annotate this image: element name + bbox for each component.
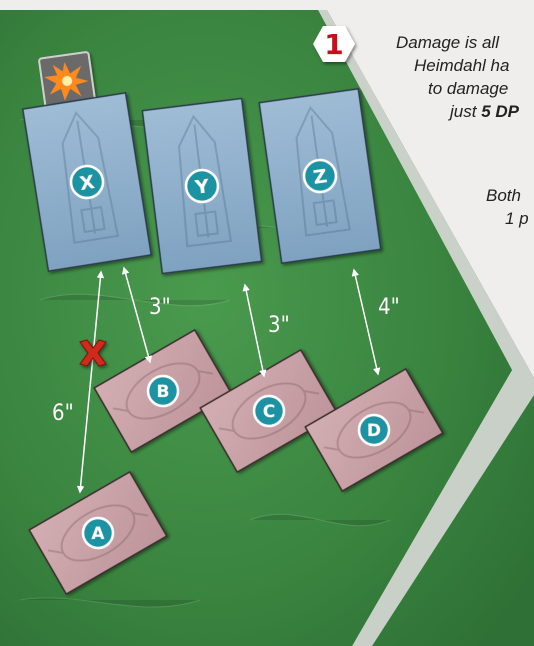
caption-line-4: just 5 DP	[450, 102, 519, 122]
ship-y-card[interactable]: Y	[142, 99, 261, 274]
enemy-a-label: A	[91, 524, 105, 544]
ship-z-card[interactable]: Z	[259, 89, 381, 263]
caption-line-2: Heimdahl ha	[414, 56, 509, 76]
step-number-text: 1	[324, 28, 343, 61]
enemy-d-label: D	[367, 421, 381, 441]
caption-line-5: Both	[486, 186, 521, 206]
caption-line-3: to damage	[428, 79, 508, 99]
enemy-c-label: C	[263, 402, 275, 422]
distance-label-z-to-d: 4"	[378, 295, 400, 320]
distance-label-x-to-b: 3"	[149, 295, 171, 320]
caption-line-1: Damage is all	[396, 33, 499, 53]
caption-line-6: 1 p	[505, 209, 529, 229]
distance-label-y-to-c: 3"	[268, 313, 290, 338]
ship-y-label: Y	[193, 175, 211, 199]
distance-label-x-to-a: 6"	[52, 401, 74, 426]
enemy-b-label: B	[157, 382, 170, 402]
